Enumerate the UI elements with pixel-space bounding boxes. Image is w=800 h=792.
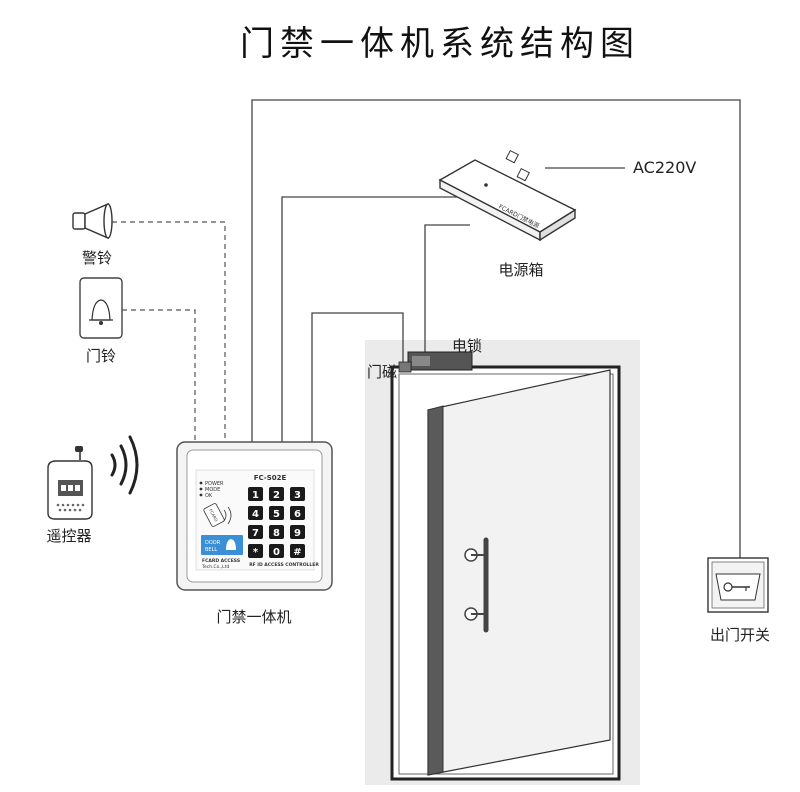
indicator-mode: MODE [205, 487, 220, 493]
keypad-keys: 1 2 3 4 5 6 7 8 9 * 0 # [248, 487, 305, 558]
keypad-key-bg [290, 506, 305, 520]
exit-switch-label: 出门开关 [710, 626, 770, 644]
keypad-key: 5 [273, 509, 280, 520]
keypad-key: 2 [273, 490, 280, 501]
wire-power-box [281, 196, 462, 445]
brand-line1: FCARD ACCESS [202, 558, 240, 564]
keypad-key-bg [290, 525, 305, 539]
doorbell-button-line2: BELL [205, 547, 217, 553]
indicator-ok: OK [205, 493, 213, 499]
exit-switch [707, 557, 769, 613]
keypad-key-bg [269, 506, 284, 520]
keypad-key: 1 [252, 490, 259, 501]
door-magnet-label: 门磁 [367, 363, 397, 381]
keypad-key-bg [269, 525, 284, 539]
keypad-key-bg [248, 487, 263, 501]
power-box-label: 电源箱 [498, 261, 543, 279]
keypad-key: * [253, 547, 259, 558]
keypad-key-bg [290, 487, 305, 501]
keypad-key: 4 [252, 509, 259, 520]
keypad-key: 9 [294, 528, 301, 539]
keypad-key-bg [248, 525, 263, 539]
ac-input-label: AC220V [633, 158, 696, 177]
electric-lock-label: 电锁 [452, 337, 482, 355]
wire-door-magnet [311, 312, 404, 445]
keypad-key-bg [248, 506, 263, 520]
keypad-key: 3 [294, 490, 301, 501]
dashed-wiring [112, 221, 226, 445]
doorbell-button: DOOR BELL [201, 535, 243, 555]
remote-label: 遥控器 [46, 527, 91, 545]
wire-doorbell [122, 309, 196, 445]
rf-card-icon: FCARD [203, 503, 232, 527]
key-icon [723, 582, 750, 592]
keypad-key-bg [248, 544, 263, 558]
brand-line2: Tech.Co.,Ltd [201, 564, 229, 570]
door [390, 365, 621, 781]
electric-lock [407, 351, 473, 371]
wire-alarm [112, 221, 226, 445]
keypad-model: FC-S02E [254, 474, 287, 482]
alarm-bell-icon [72, 202, 113, 240]
door-handle [464, 537, 489, 633]
keypad-key-bg [269, 544, 284, 558]
rf-card-text: FCARD [208, 508, 219, 522]
keypad-key-bg [290, 544, 305, 558]
keypad-key: 0 [273, 547, 280, 558]
doorbell-icon [79, 277, 123, 339]
status-indicators: POWER MODE OK [199, 481, 224, 499]
keypad-footer: RF ID ACCESS CONTROLLER [249, 562, 319, 568]
indicator-power: POWER [205, 481, 224, 487]
power-box: FCARD门禁电源 [438, 149, 577, 242]
door-magnet [398, 361, 412, 373]
wire-electric-lock [424, 224, 470, 352]
keypad-key: # [293, 547, 301, 558]
doorbell-label: 门铃 [86, 347, 116, 365]
keypad-key-bg [269, 487, 284, 501]
diagram-title: 门禁一体机系统结构图 [240, 24, 640, 64]
remote-control-icon [47, 446, 93, 520]
alarm-label: 警铃 [82, 249, 112, 267]
keypad-key: 8 [273, 528, 280, 539]
access-controller: FC-S02E POWER MODE OK FCARD DOOR BELL FC… [176, 441, 333, 591]
wiring [251, 99, 741, 558]
doorbell-button-line1: DOOR [205, 540, 221, 546]
wire-exit-switch [251, 99, 741, 558]
wireless-signal-icon [110, 435, 139, 495]
keypad-key: 7 [252, 528, 259, 539]
keypad-key: 6 [294, 509, 301, 520]
controller-label: 门禁一体机 [216, 608, 291, 626]
